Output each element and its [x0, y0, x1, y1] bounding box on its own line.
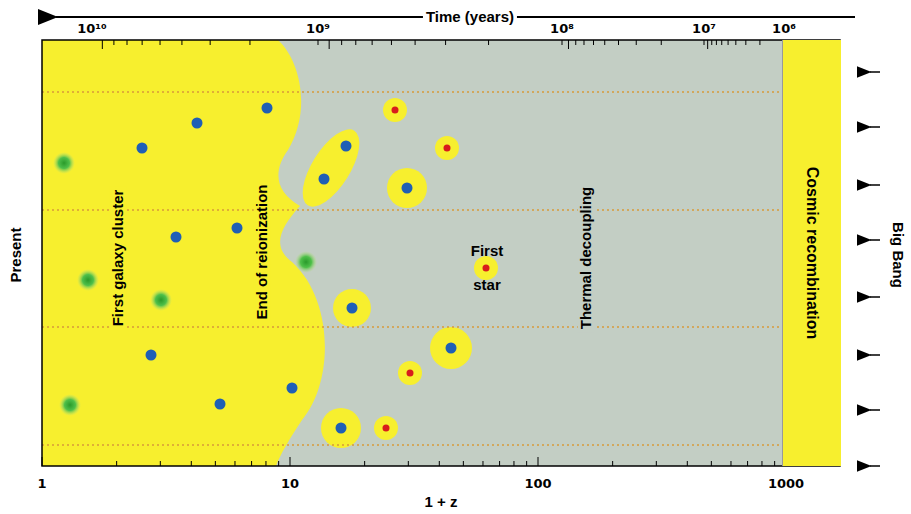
tick — [568, 40, 569, 49]
axis-label: Big Bang — [890, 222, 907, 288]
neutral-era-ground — [42, 40, 840, 466]
first-stars — [383, 107, 490, 432]
tick-label: 10 — [281, 477, 299, 491]
tick-label: 10⁸ — [550, 22, 574, 36]
recombination-band: Cosmic recombination — [782, 40, 841, 466]
galaxies — [137, 103, 457, 434]
tick-label: 10⁶ — [772, 22, 796, 36]
axis-label: End of reionization — [254, 182, 271, 323]
tick-label: 100 — [524, 477, 551, 491]
tick-label: 1 — [37, 477, 46, 491]
big-bang-arrow — [870, 354, 880, 356]
axis-ticks — [42, 40, 786, 466]
axis-label: 1 + z — [425, 494, 458, 511]
galaxy-clusters — [53, 152, 317, 416]
ionized-region — [42, 40, 325, 466]
axis-label: Thermal decoupling — [578, 184, 595, 333]
tick — [538, 457, 539, 466]
big-bang-arrow — [870, 409, 880, 411]
big-bang-arrow — [870, 126, 880, 128]
dotted-guides — [42, 92, 840, 445]
ionized-bubble — [292, 121, 371, 216]
big-bang-arrow — [870, 296, 880, 298]
tick — [329, 40, 330, 49]
tick-label: 10⁷ — [692, 22, 716, 36]
star-label: First star — [469, 234, 505, 302]
plot-frame — [42, 40, 840, 466]
axis-label: First galaxy cluster — [110, 187, 127, 330]
band-label: Cosmic recombination — [803, 167, 821, 339]
big-bang-arrow — [870, 71, 880, 73]
tick-label: 10⁹ — [306, 22, 330, 36]
tick-label: 10¹⁰ — [77, 22, 106, 36]
big-bang-arrow — [870, 465, 880, 467]
axis-label: Present — [8, 227, 25, 282]
big-bang-arrow — [870, 184, 880, 186]
ionized-bubbles — [321, 98, 498, 448]
big-bang-arrow — [870, 239, 880, 241]
axis-label: Time (years) — [423, 9, 517, 26]
side-arrows — [870, 72, 880, 466]
tick — [707, 40, 708, 49]
tick-label: 1000 — [768, 477, 804, 491]
tick — [290, 457, 291, 466]
tick — [102, 40, 103, 49]
